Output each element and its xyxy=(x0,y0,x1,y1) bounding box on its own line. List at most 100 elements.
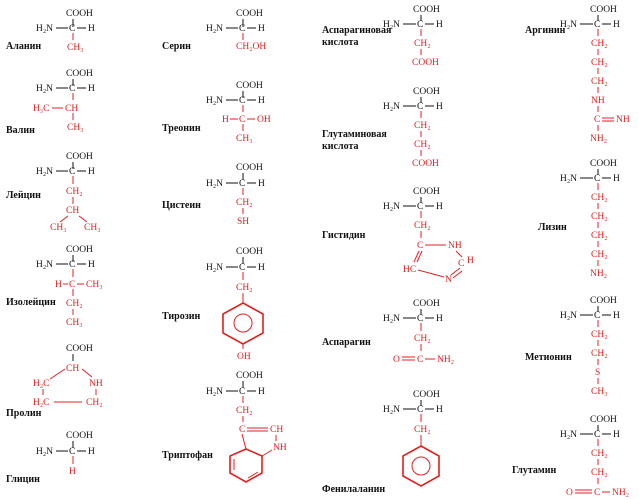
tyrosine-label: Тирозин xyxy=(162,311,201,322)
alpha-carbon: C xyxy=(69,84,75,94)
amide-oxygen: O xyxy=(566,488,573,498)
glutamic-acid-label-line1: Глутаминовая xyxy=(322,129,387,140)
amino-group: H₂N xyxy=(206,24,223,34)
histidine-structure: COOH H₂N C H CH₂ C NH C H HC N Гистидин xyxy=(322,187,474,285)
lysine-structure: COOH H₂N C H CH₂ CH₂ CH₂ CH₂ NH₂ Лизин xyxy=(538,159,620,279)
side-chain-h: H xyxy=(222,115,229,125)
side-chain-ch2-1: CH₂ xyxy=(591,449,608,459)
alpha-hydrogen: H xyxy=(88,260,95,270)
aromatic-circle xyxy=(411,456,431,476)
carboxyl-group: COOH xyxy=(413,390,440,400)
alpha-hydrogen: H xyxy=(436,202,443,212)
side-chain-methyl-left: H₃C xyxy=(33,104,50,114)
alpha-hydrogen: H xyxy=(436,20,443,30)
isoleucine-label: Изолейцин xyxy=(6,297,56,308)
glutamine-label: Глутамин xyxy=(512,465,556,476)
side-chain-oh: OH xyxy=(237,352,251,362)
alpha-hydrogen: H xyxy=(613,174,620,184)
guanidino-nh: NH xyxy=(616,115,630,125)
phenylalanine-structure: COOH H₂N C H CH₂ Фенилаланин xyxy=(322,390,443,495)
leucine-label: Лейцин xyxy=(6,190,41,201)
ring-ch: CH xyxy=(66,364,79,374)
cysteine-structure: COOH H₂N C H CH₂ SH Цистеин xyxy=(162,163,265,227)
amino-group: H₂N xyxy=(383,20,400,30)
imidazole-hc: HC xyxy=(403,265,416,275)
side-chain-ch2-3: CH₂ xyxy=(591,77,608,87)
aspartic-acid-label-line1: Аспарагиновая xyxy=(322,25,392,36)
carboxyl-group: COOH xyxy=(66,344,93,354)
side-chain-ch2: CH₂ xyxy=(236,406,253,416)
carboxyl-group: COOH xyxy=(590,5,617,15)
asparagine-structure: COOH H₂N C H CH₂ O C NH₂ Аспарагин xyxy=(322,299,454,365)
indole-benzene-ring xyxy=(229,448,263,483)
side-chain-ch2-1: CH₂ xyxy=(414,121,431,131)
side-chain-ch2: CH₂ xyxy=(236,198,253,208)
benzene-ring xyxy=(222,302,264,345)
methionine-label: Метионин xyxy=(525,352,572,363)
alpha-carbon: C xyxy=(69,167,75,177)
proline-label: Пролин xyxy=(6,408,42,419)
glutamic-acid-label-line2: кислота xyxy=(322,141,358,152)
side-chain-h: H xyxy=(69,467,76,477)
side-chain-ch2: CH₂ xyxy=(66,299,83,309)
amide-carbon: C xyxy=(417,355,423,365)
side-chain-oh: OH xyxy=(257,115,271,125)
alpha-carbon: C xyxy=(594,20,600,30)
guanidino-c: C xyxy=(594,115,600,125)
alpha-carbon: C xyxy=(417,102,423,112)
amide-oxygen: O xyxy=(393,355,400,365)
alpha-hydrogen: H xyxy=(258,179,265,189)
side-chain-methyl: CH₃ xyxy=(591,387,608,397)
side-chain-ch2-2: CH₂ xyxy=(591,349,608,359)
alpha-carbon: C xyxy=(239,96,245,106)
threonine-label: Треонин xyxy=(162,123,201,134)
alpha-carbon: C xyxy=(417,20,423,30)
carboxyl-group: COOH xyxy=(66,431,93,441)
side-chain-ch2: CH₂ xyxy=(236,283,253,293)
alpha-carbon: C xyxy=(69,260,75,270)
alpha-carbon: C xyxy=(239,387,245,397)
arginine-structure: COOH H₂N C H CH₂ CH₂ CH₂ NH C NH NH₂ Арг… xyxy=(525,5,630,144)
amide-nh2: NH₂ xyxy=(612,488,629,498)
side-chain-nh: NH xyxy=(591,96,605,106)
side-chain-ch2-1: CH₂ xyxy=(591,193,608,203)
indole-c: C xyxy=(239,425,245,435)
amino-group: H₂N xyxy=(206,96,223,106)
imidazole-h: H xyxy=(467,256,474,266)
amino-group: H₂N xyxy=(206,387,223,397)
side-chain-ch2-1: CH₂ xyxy=(591,39,608,49)
benzene-ring xyxy=(402,445,440,487)
alpha-carbon: C xyxy=(69,24,75,34)
ring-h2c-top: H₂C xyxy=(33,379,50,389)
methionine-structure: COOH H₂N C H CH₂ CH₂ S CH₃ Метионин xyxy=(525,296,620,397)
carboxyl-group: COOH xyxy=(236,9,263,19)
alpha-hydrogen: H xyxy=(88,447,95,457)
alpha-carbon: C xyxy=(594,174,600,184)
phenylalanine-label: Фенилаланин xyxy=(322,484,385,495)
alpha-carbon: C xyxy=(594,430,600,440)
carboxyl-group: COOH xyxy=(236,247,263,257)
carboxyl-group: COOH xyxy=(590,415,617,425)
threonine-structure: COOH H₂N C H H C OH CH₃ Треонин xyxy=(162,81,271,144)
indole-ch: CH xyxy=(270,425,283,435)
glycine-structure: COOH H₂N C H H Глицин xyxy=(6,431,95,485)
side-chain-methyl: CH₃ xyxy=(67,43,84,53)
ring-ch2: CH₂ xyxy=(86,398,103,408)
alpha-hydrogen: H xyxy=(613,20,620,30)
carboxyl-group: COOH xyxy=(66,69,93,79)
arginine-label: Аргинин xyxy=(525,25,566,36)
glutamine-structure: COOH H₂N C H CH₂ CH₂ O C NH₂ Глутамин xyxy=(512,415,629,498)
side-chain-ch2-2: CH₂ xyxy=(591,58,608,68)
side-chain-cooh: COOH xyxy=(412,58,439,68)
side-chain-c: C xyxy=(69,280,75,290)
amino-group: H₂N xyxy=(560,20,577,30)
side-chain-methyl-right: CH₃ xyxy=(84,223,101,233)
serine-label: Серин xyxy=(162,41,191,52)
alpha-hydrogen: H xyxy=(88,84,95,94)
amino-group: H₂N xyxy=(36,167,53,177)
side-chain-methyl: CH₃ xyxy=(236,134,253,144)
alpha-hydrogen: H xyxy=(258,24,265,34)
amino-group: H₂N xyxy=(36,447,53,457)
imidazole-c2: C xyxy=(458,259,464,269)
amino-group: H₂N xyxy=(36,24,53,34)
